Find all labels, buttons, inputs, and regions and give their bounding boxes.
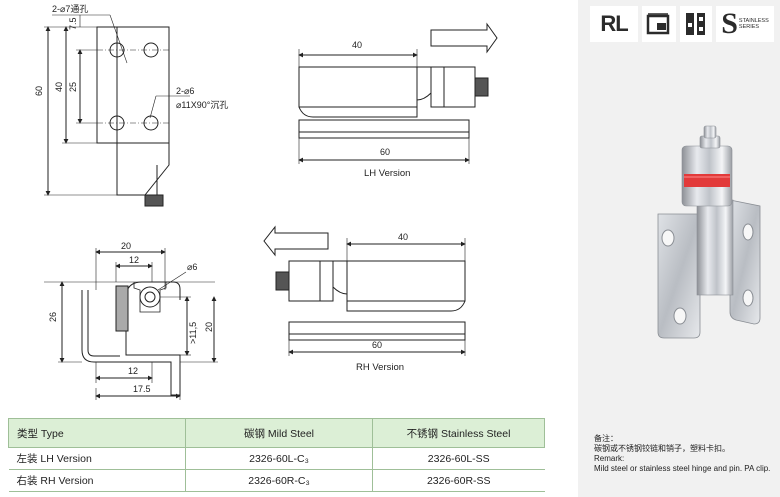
dim-40-vertical: 40 (54, 82, 64, 92)
section-dim-20-right: 20 (204, 322, 214, 332)
lh-dim-60: 60 (380, 147, 390, 157)
remark-cn-text: 碳钢或不锈钢铰链和销子，塑料卡扣。 (594, 444, 730, 453)
rl-logo: RL (590, 6, 638, 42)
section-dim-17-5: 17.5 (133, 384, 151, 394)
stainless-logo-word2: SERIES (738, 24, 760, 30)
stainless-logo-word1: STAINLESS (738, 18, 769, 24)
lh-dim-40: 40 (352, 40, 362, 50)
row-type: 右装 RH Version (8, 469, 186, 492)
section-dim-dia6: ⌀6 (187, 262, 197, 272)
section-dim-12-bottom: 12 (128, 366, 138, 376)
remark-en-title: Remark: (594, 454, 625, 463)
header-type: 类型 Type (8, 418, 186, 448)
lh-direction-arrow (430, 22, 498, 54)
remark-en-text: Mild steel or stainless steel hinge and … (594, 464, 771, 473)
rh-version-view (263, 225, 466, 356)
row-mild-code: 2326-60L-C₃ (185, 447, 373, 470)
dim-25-vertical: 25 (68, 82, 78, 92)
lh-version-view (298, 22, 498, 164)
logo-row: RL S STAINLESS SERIES (590, 6, 774, 46)
section-view (44, 248, 218, 400)
stainless-logo-letter: S (721, 7, 738, 40)
hole-note-label: 2-⌀7通孔 (52, 4, 88, 14)
section-dim-11-5: >11,5 (188, 322, 198, 344)
rh-caption: RH Version (356, 362, 404, 373)
section-dim-12-top: 12 (129, 255, 139, 265)
dim-60-vertical: 60 (34, 86, 44, 96)
dim-7-5: 7.5 (68, 17, 78, 30)
countersink-count: 2-⌀6 (176, 86, 194, 96)
stainless-series-logo: S STAINLESS SERIES (716, 6, 774, 42)
section-dim-20: 20 (121, 241, 131, 251)
table-row: 右装 RH Version 2326-60R-C₃ 2326-60R-SS (8, 469, 545, 492)
row-stainless-code: 2326-60R-SS (372, 469, 545, 492)
mount-icon (642, 6, 676, 42)
hinge-product-image (657, 125, 761, 339)
hinge-pin-icon (680, 6, 712, 42)
row-stainless-code: 2326-60L-SS (372, 447, 545, 470)
table-row: 左装 LH Version 2326-60L-C₃ 2326-60L-SS (8, 447, 545, 470)
rh-direction-arrow (263, 225, 329, 257)
row-mild-code: 2326-60R-C₃ (185, 469, 373, 492)
rh-dim-40: 40 (398, 232, 408, 242)
table-header-row: 类型 Type 碳钢 Mild Steel 不锈钢 Stainless Stee… (8, 418, 545, 448)
rl-logo-text: RL (600, 11, 628, 36)
front-view (44, 14, 190, 207)
remark-cn-title: 备注： (594, 434, 618, 443)
header-mild-steel: 碳钢 Mild Steel (185, 418, 373, 448)
lh-caption: LH Version (364, 168, 410, 179)
section-dim-26: 26 (48, 312, 58, 322)
spec-table: 类型 Type 碳钢 Mild Steel 不锈钢 Stainless Stee… (8, 418, 545, 492)
rh-dim-60: 60 (372, 340, 382, 350)
header-stainless-steel: 不锈钢 Stainless Steel (372, 418, 545, 448)
countersink-note: ⌀11X90°沉孔 (176, 100, 228, 110)
row-type: 左装 LH Version (8, 447, 186, 470)
remarks: 备注： 碳钢或不锈钢铰链和销子，塑料卡扣。 Remark: Mild steel… (594, 434, 778, 474)
